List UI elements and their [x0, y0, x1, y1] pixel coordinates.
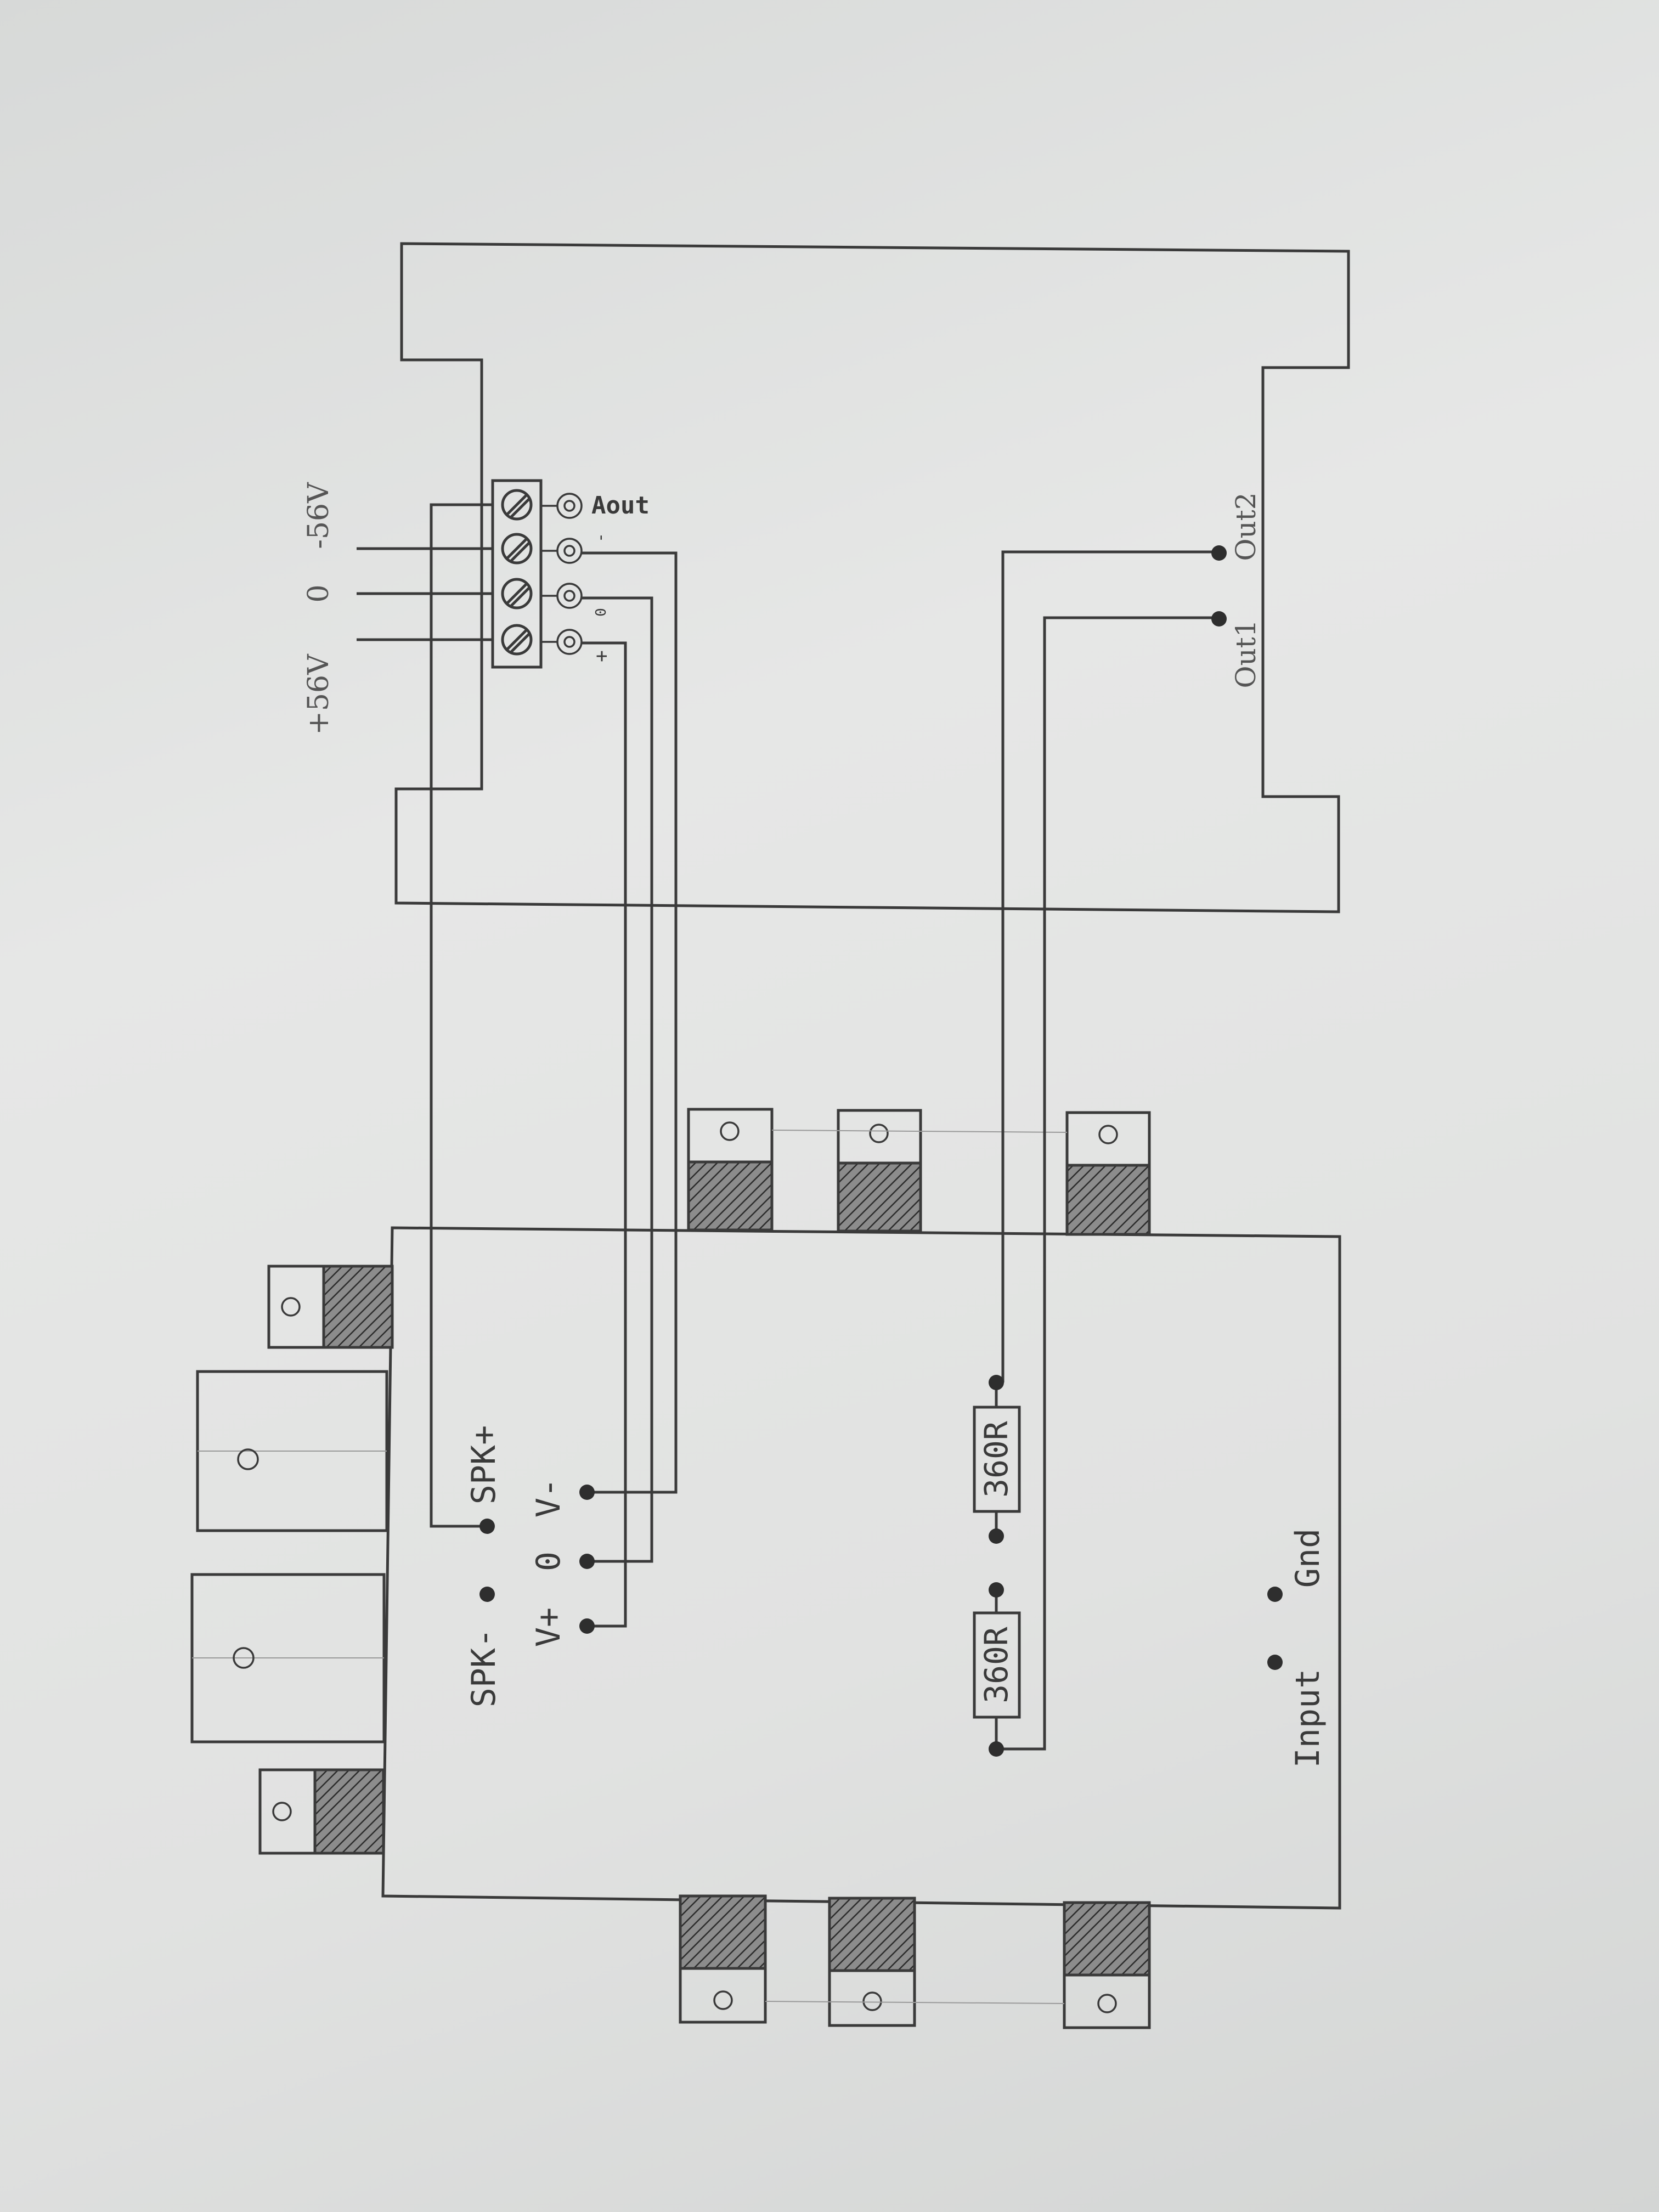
screw-terminal-3: [501, 578, 533, 610]
v-minus-pad: [579, 1485, 595, 1500]
input-pad: [1267, 1655, 1283, 1670]
connector-label-aout: Aout: [591, 492, 650, 520]
resistor-right-label: 360R: [978, 1421, 1015, 1498]
wire-v-zero: [582, 596, 653, 1563]
transistor-bottom-3: [1063, 1901, 1151, 2029]
wire-spk-plus: [430, 503, 493, 1528]
transistor-bottom-1: [679, 1894, 767, 2024]
v-plus-label: V+: [529, 1607, 568, 1647]
out1-pad: [1211, 611, 1227, 627]
transistor-top-2: [837, 1109, 922, 1233]
wire-v-minus: [582, 551, 678, 1494]
connector-pin-plus-label: +: [590, 650, 613, 662]
top-board-outline: [394, 242, 1350, 913]
connector-pin-minus-label: -: [591, 533, 610, 543]
v-zero-pad: [579, 1554, 595, 1569]
wire-out2: [1001, 550, 1219, 1383]
gnd-label: Gnd: [1289, 1528, 1327, 1588]
terminal-block: [491, 479, 543, 669]
screw-terminal-2: [501, 533, 533, 565]
spk-plus-label: SPK+: [465, 1425, 503, 1505]
supply-label-plus: +56V: [302, 653, 335, 735]
spk-minus-label: SPK-: [465, 1628, 503, 1708]
resistor-left: [973, 1582, 1021, 1757]
resistor-left-label: 360R: [978, 1627, 1015, 1703]
bottom-board-outline: [381, 1226, 1341, 1910]
spk-minus-pad: [479, 1587, 495, 1602]
input-label: Input: [1289, 1669, 1327, 1768]
connector-pin-zero-label: 0: [593, 608, 610, 617]
transistor-bottom-2: [828, 1897, 916, 2027]
supply-label-zero: 0: [302, 584, 335, 602]
v-plus-pad: [579, 1618, 595, 1634]
capacitor-left-2: [190, 1573, 386, 1743]
v-minus-label: V-: [529, 1478, 568, 1517]
heatsink-tab-left-2: [258, 1768, 385, 1855]
wire-v-plus: [582, 641, 627, 1628]
connector-pins: [541, 493, 583, 655]
wire-out1: [997, 616, 1219, 1751]
heatsink-tab-left-1: [267, 1265, 394, 1349]
transistor-top-3: [1065, 1111, 1151, 1236]
gnd-pad: [1267, 1587, 1283, 1602]
transistor-top-1: [687, 1108, 774, 1232]
supply-label-minus: -56V: [302, 482, 335, 549]
screw-terminal-1: [501, 489, 533, 521]
out2-label: Out2: [1230, 492, 1262, 561]
v-zero-label: 0: [529, 1551, 568, 1571]
resistor-right: [973, 1375, 1021, 1544]
screw-terminal-4: [501, 624, 533, 656]
spk-plus-pad: [479, 1519, 495, 1534]
out2-pad: [1211, 545, 1227, 561]
capacitor-left-1: [196, 1370, 388, 1532]
out1-label: Out1: [1230, 619, 1262, 688]
